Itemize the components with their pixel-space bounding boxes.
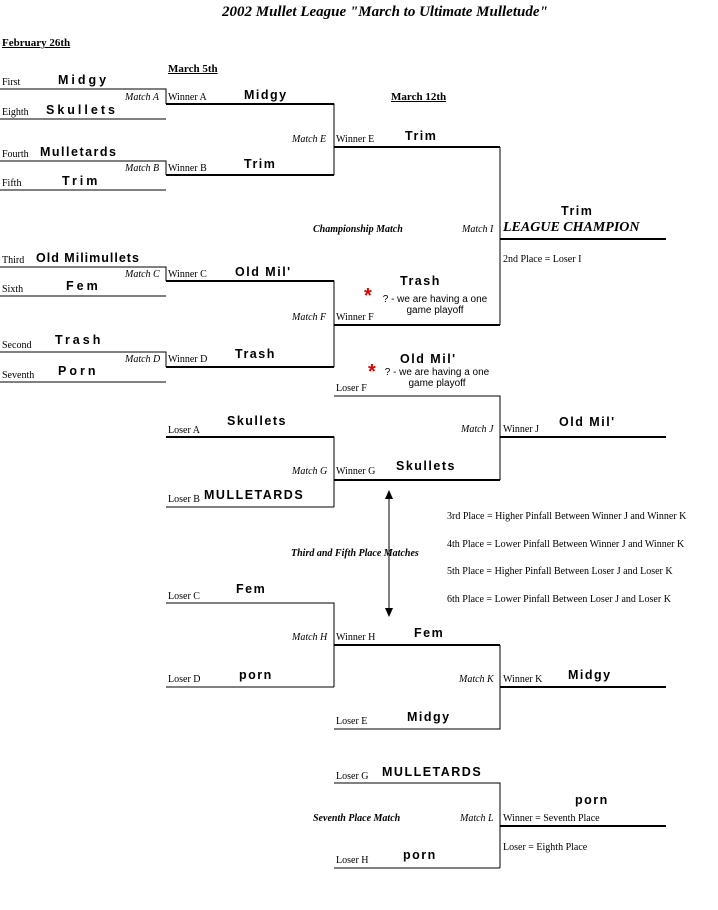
result-team: Midgy (244, 88, 288, 102)
asterisk-icon: * (364, 285, 372, 307)
slot-label: Loser E (336, 716, 368, 727)
asterisk-icon: * (368, 361, 376, 383)
result-team: Old Mil' (400, 352, 457, 366)
date-february-26: February 26th (2, 37, 71, 49)
match-label: Match G (292, 466, 328, 477)
match-label: Match L (460, 813, 494, 824)
result-team: Midgy (568, 668, 612, 682)
slot-label: Loser C (168, 591, 200, 602)
seed-label: Second (2, 340, 32, 351)
arrow-up-icon (385, 490, 393, 499)
seed-label: Sixth (2, 284, 24, 295)
match-label: Match F (292, 312, 327, 323)
match-label: Match B (125, 163, 160, 174)
slot-label: Winner J (503, 424, 539, 435)
team-name: Midgy (58, 73, 110, 87)
match-label: Match I (462, 224, 494, 235)
result-team: porn (239, 668, 273, 682)
slot-label: Winner C (168, 269, 207, 280)
slot-label: Winner A (168, 92, 207, 103)
slot-label: Winner F (336, 312, 374, 323)
result-team: Skullets (396, 459, 456, 473)
date-march-5: March 5th (168, 63, 218, 75)
slot-label: Loser H (336, 855, 369, 866)
placement-rule: 6th Place = Lower Pinfall Between Loser … (447, 594, 671, 605)
seed-label: Fifth (2, 178, 22, 189)
team-name: Trash (55, 333, 104, 347)
slot-label: Loser B (168, 494, 200, 505)
result-team: Trash (400, 274, 441, 288)
team-name: Old Milimullets (36, 251, 140, 265)
slot-label: Loser F (336, 383, 367, 394)
slot-label: Winner K (503, 674, 543, 685)
match-label: Match H (292, 632, 328, 643)
seed-label: Seventh (2, 370, 35, 381)
team-name: Skullets (46, 103, 118, 117)
result-team: MULLETARDS (382, 765, 483, 779)
placement-rule: 3rd Place = Higher Pinfall Between Winne… (447, 511, 687, 522)
team-name: Trim (62, 174, 101, 188)
seventh-place-match-label: Seventh Place Match (313, 813, 401, 824)
page-title: 2002 Mullet League "March to Ultimate Mu… (222, 4, 548, 20)
result-team: Old Mil' (559, 415, 616, 429)
slot-label: Loser G (336, 771, 369, 782)
result-team: MULLETARDS (204, 488, 305, 502)
seed-label: First (2, 77, 21, 88)
match-label: Match K (459, 674, 494, 685)
third-fifth-label: Third and Fifth Place Matches (291, 548, 419, 559)
match-label: Match C (125, 269, 160, 280)
match-label: Match E (292, 134, 327, 145)
playoff-note: ? - we are having a one game playoff (382, 294, 488, 316)
eighth-place-label: Loser = Eighth Place (503, 842, 588, 853)
team-name: Porn (58, 364, 99, 378)
championship-match-label: Championship Match (313, 224, 403, 235)
result-team: Skullets (227, 414, 287, 428)
match-e-lines (166, 103, 500, 175)
placement-rule: 4th Place = Lower Pinfall Between Winner… (447, 539, 685, 550)
slot-label: Winner G (336, 466, 376, 477)
slot-label: Winner D (168, 354, 208, 365)
date-march-12: March 12th (391, 91, 447, 103)
result-team: Trim (405, 129, 438, 143)
champion-team: Trim (561, 204, 594, 218)
team-name: Mulletards (40, 145, 118, 159)
result-team: porn (403, 848, 437, 862)
seed-label: Third (2, 255, 25, 266)
match-label: Match D (125, 354, 161, 365)
result-team: Old Mil' (235, 265, 292, 279)
seed-label: Eighth (2, 107, 29, 118)
arrow-down-icon (385, 608, 393, 617)
seed-label: Fourth (2, 149, 29, 160)
placement-rule: 5th Place = Higher Pinfall Between Loser… (447, 566, 673, 577)
slot-label: Winner B (168, 163, 207, 174)
slot-label: Winner E (336, 134, 375, 145)
match-i-lines (499, 147, 666, 325)
result-team: Fem (236, 582, 267, 596)
league-champion-label: LEAGUE CHAMPION (503, 220, 640, 235)
result-team: Trim (244, 157, 277, 171)
match-label: Match J (461, 424, 494, 435)
slot-label: Loser A (168, 425, 200, 436)
slot-label: Loser D (168, 674, 201, 685)
result-team: porn (575, 793, 609, 807)
match-label: Match A (125, 92, 159, 103)
second-place-label: 2nd Place = Loser I (503, 254, 582, 265)
result-team: Trash (235, 347, 276, 361)
team-name: Fem (66, 279, 101, 293)
result-team: Fem (414, 626, 445, 640)
result-team: Midgy (407, 710, 451, 724)
seventh-place-label: Winner = Seventh Place (503, 813, 600, 824)
slot-label: Winner H (336, 632, 376, 643)
playoff-note: ? - we are having a one game playoff (384, 367, 490, 389)
